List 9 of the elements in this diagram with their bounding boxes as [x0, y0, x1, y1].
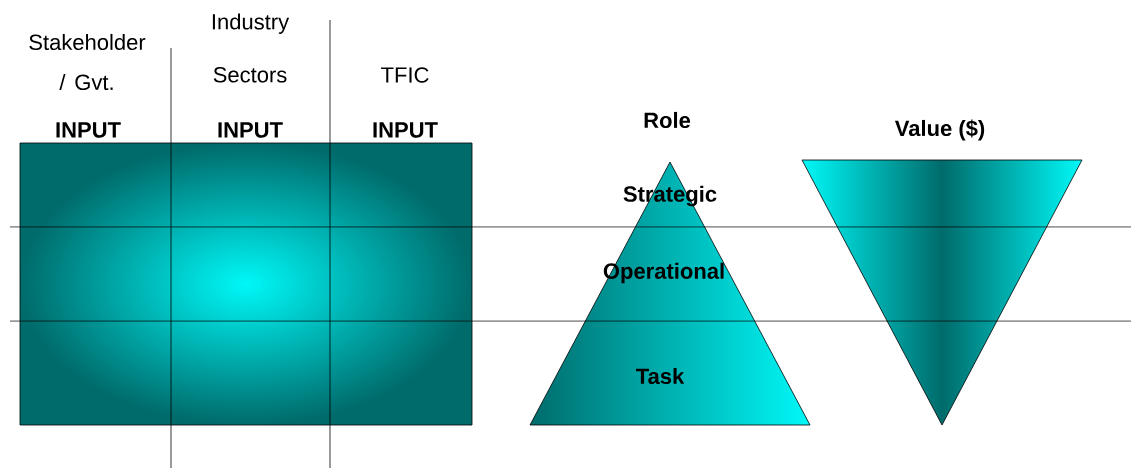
column-header: TFIC — [381, 67, 429, 83]
column-header: Stakeholder / Gvt. — [29, 33, 146, 91]
shaded-rectangle — [19, 142, 473, 426]
pyramid-triangle — [529, 161, 811, 426]
heading: Value ($) — [894, 119, 985, 141]
level-label: Task — [636, 367, 685, 385]
heading: Role — [644, 111, 691, 129]
inverted-triangle — [801, 159, 1083, 426]
column-header: Industry Sectors — [212, 13, 290, 83]
